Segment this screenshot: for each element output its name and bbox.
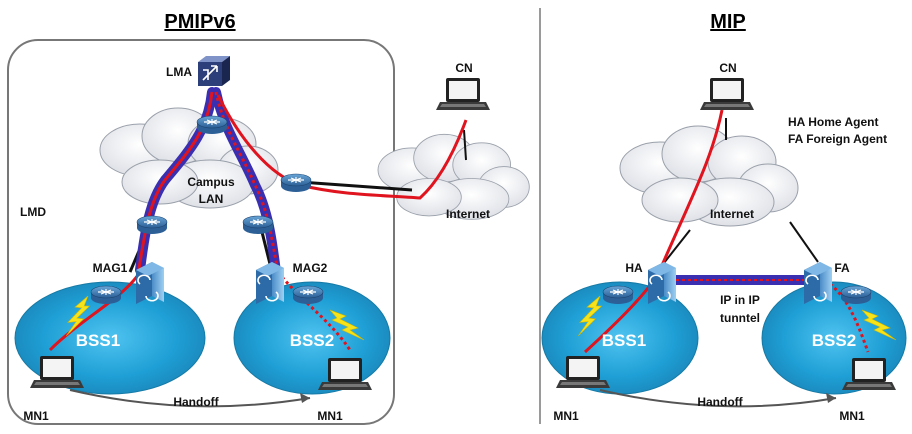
ha-legend: HA Home Agent bbox=[788, 115, 878, 129]
router-icon bbox=[242, 215, 274, 235]
bss1-label: BSS1 bbox=[76, 331, 120, 350]
cn-laptop-icon bbox=[436, 78, 490, 110]
wireless-router-icon bbox=[90, 285, 122, 305]
cn-label: CN bbox=[455, 61, 472, 75]
lmd-label: LMD bbox=[20, 205, 46, 219]
mip-handoff-arrow bbox=[599, 389, 837, 408]
mip-handoff-label: Handoff bbox=[697, 395, 743, 409]
router-icon bbox=[280, 173, 312, 193]
arrowhead-icon bbox=[826, 393, 836, 403]
bss2-label: BSS2 bbox=[290, 331, 334, 350]
campus-label-line2: LAN bbox=[199, 192, 224, 206]
tunnel-label-line2: tunntel bbox=[720, 311, 760, 325]
campus-label-line1: Campus bbox=[187, 175, 235, 189]
mip-bss1-label: BSS1 bbox=[602, 331, 646, 350]
mip-mn1-right-label: MN1 bbox=[839, 409, 865, 423]
wireless-router-icon bbox=[602, 285, 634, 305]
lmd-domain-box bbox=[7, 39, 395, 425]
router-icon bbox=[196, 115, 228, 135]
mip-internet-label: Internet bbox=[710, 207, 754, 221]
fa-label: FA bbox=[834, 261, 850, 275]
pmipv6-title: PMIPv6 bbox=[164, 11, 235, 33]
wireless-router-icon bbox=[840, 285, 872, 305]
mag2-label: MAG2 bbox=[293, 261, 328, 275]
handoff-arrow bbox=[69, 389, 311, 408]
mip-cn-label: CN bbox=[719, 61, 736, 75]
handoff-label: Handoff bbox=[173, 395, 219, 409]
campus-internet-link bbox=[299, 180, 413, 192]
wireless-router-icon bbox=[292, 285, 324, 305]
mip-title: MIP bbox=[710, 11, 746, 33]
tunnel-label-line1: IP in IP bbox=[720, 293, 760, 307]
internet-label-left: Internet bbox=[446, 207, 490, 221]
mip-mn1-left-label: MN1 bbox=[553, 409, 579, 423]
mip-fa-link bbox=[789, 221, 819, 263]
ha-label: HA bbox=[625, 261, 643, 275]
mag1-label: MAG1 bbox=[93, 261, 128, 275]
mip-bss2-label: BSS2 bbox=[812, 331, 856, 350]
cn-link-left bbox=[463, 129, 467, 161]
mn1-left-label: MN1 bbox=[23, 409, 49, 423]
arrowhead-icon bbox=[300, 393, 310, 403]
lma-label: LMA bbox=[166, 65, 192, 79]
mip-cn-laptop-icon bbox=[700, 78, 754, 110]
fa-legend: FA Foreign Agent bbox=[788, 132, 887, 146]
path-lma-cn bbox=[216, 94, 468, 200]
lma-router-icon bbox=[198, 56, 230, 86]
mn1-right-label: MN1 bbox=[317, 409, 343, 423]
router-icon bbox=[136, 215, 168, 235]
ip-in-ip-tunnel bbox=[676, 275, 806, 285]
